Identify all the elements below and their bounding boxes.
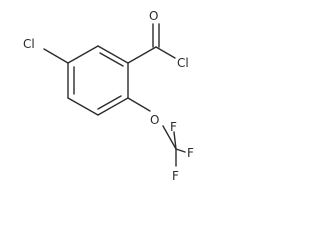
atom-label-fluorine-right: F xyxy=(187,146,194,160)
ether-oxygen-bond xyxy=(127,97,151,112)
acyl-carbon-bond xyxy=(127,46,157,64)
acyl-chlorine-bond xyxy=(155,46,176,59)
atom-label-chlorine-acyl: Cl xyxy=(177,56,189,70)
cf-bond-top xyxy=(173,131,177,150)
ring-chlorine-bond xyxy=(43,48,69,64)
structure-canvas: Cl O Cl O F F F xyxy=(23,9,194,183)
molecule-diagram: Cl O Cl O F F F xyxy=(23,9,194,183)
ring-double-bond-1 xyxy=(99,52,124,67)
cf-bond-right xyxy=(175,148,186,153)
atom-label-fluorine-top: F xyxy=(170,120,177,134)
oxygen-cf3-bond xyxy=(162,125,177,150)
ring-bond-4 xyxy=(67,97,99,116)
atom-label-fluorine-bottom: F xyxy=(172,169,179,183)
atom-label-chlorine-ring: Cl xyxy=(23,37,35,51)
atom-label-ether-oxygen: O xyxy=(150,113,159,127)
ring-bond-6 xyxy=(67,45,99,64)
ring-double-bond-2 xyxy=(97,95,122,110)
atom-label-carbonyl-oxygen: O xyxy=(149,9,158,23)
ring-bond-1 xyxy=(97,45,129,64)
ring-bond-3 xyxy=(97,97,129,116)
